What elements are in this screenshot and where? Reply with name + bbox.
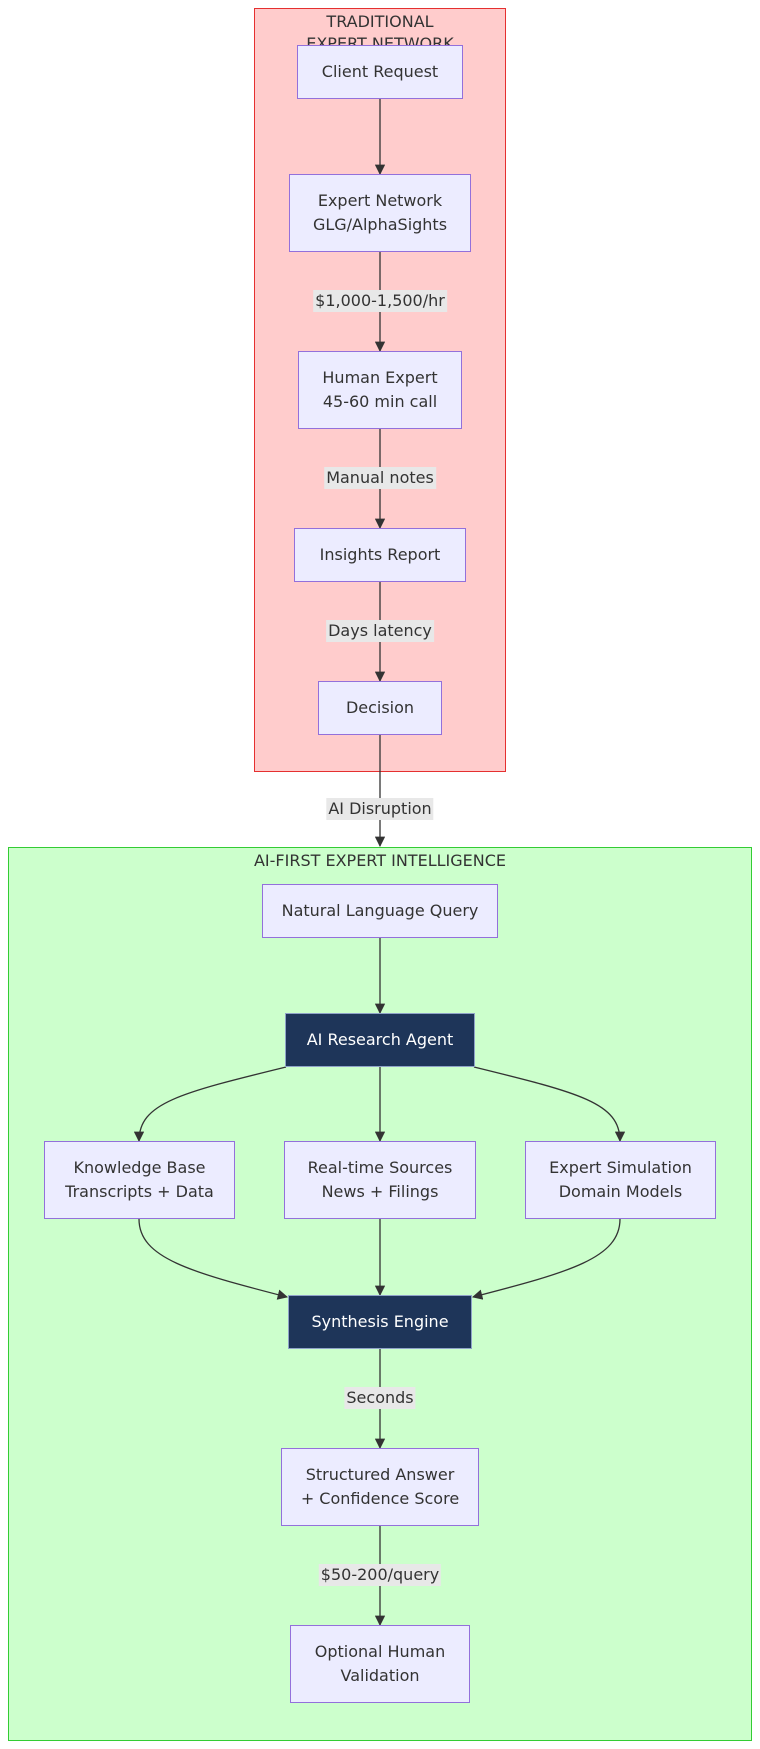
edge-label-ai-disruption: AI Disruption	[326, 798, 434, 820]
ai-research-agent-node: AI Research Agent	[285, 1013, 475, 1067]
edge-label-manual-notes: Manual notes	[324, 467, 436, 489]
edge-label-cost-per-query: $50-200/query	[318, 1564, 442, 1586]
edge-label-cost-per-hour: $1,000-1,500/hr	[313, 290, 447, 312]
synthesis-engine-node: Synthesis Engine	[288, 1295, 472, 1349]
client-request-node: Client Request	[297, 45, 463, 99]
expert-simulation-node: Expert Simulation Domain Models	[525, 1141, 716, 1219]
natural-language-query-node: Natural Language Query	[262, 884, 498, 938]
edge-knowledge-to-synthesis	[138, 1218, 289, 1300]
edge-agent-to-simulation	[473, 1066, 626, 1143]
decision-node: Decision	[318, 681, 442, 735]
edge-simulation-to-synthesis	[471, 1218, 621, 1300]
insights-report-node: Insights Report	[294, 528, 466, 582]
human-expert-node: Human Expert 45-60 min call	[298, 351, 462, 429]
knowledge-base-node: Knowledge Base Transcripts + Data	[44, 1141, 235, 1219]
expert-network-node: Expert Network GLG/AlphaSights	[289, 174, 471, 252]
ai-first-group-title: AI-FIRST EXPERT INTELLIGENCE	[253, 851, 506, 870]
edge-label-days-latency: Days latency	[326, 620, 434, 642]
structured-answer-node: Structured Answer + Confidence Score	[281, 1448, 479, 1526]
edge-label-seconds: Seconds	[344, 1387, 416, 1409]
edge-agent-to-knowledge	[133, 1066, 287, 1143]
human-validation-node: Optional Human Validation	[290, 1625, 470, 1703]
realtime-sources-node: Real-time Sources News + Filings	[284, 1141, 476, 1219]
